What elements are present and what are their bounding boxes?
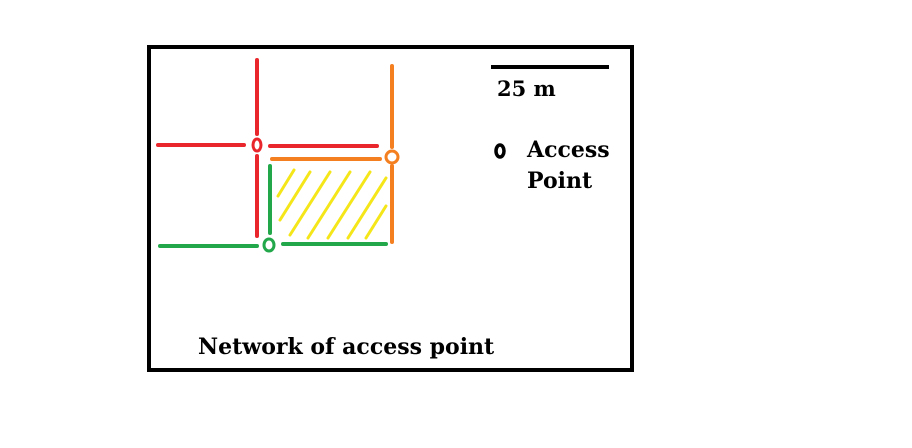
legend-access-point-icon <box>494 143 506 159</box>
red-coverage-lines <box>156 58 379 238</box>
legend-label-line2: Point <box>527 168 593 194</box>
scale-bar-label: 25 m <box>497 76 556 101</box>
legend-label-line1: Access <box>526 137 610 163</box>
diagram-title: Network of access point <box>198 334 495 360</box>
access-point-green-icon <box>262 237 276 253</box>
overlap-hatch <box>276 168 388 240</box>
access-point-red-icon <box>251 137 263 153</box>
access-point-orange-icon <box>384 149 400 165</box>
orange-coverage-lines <box>270 64 394 244</box>
green-coverage-lines <box>158 164 388 248</box>
